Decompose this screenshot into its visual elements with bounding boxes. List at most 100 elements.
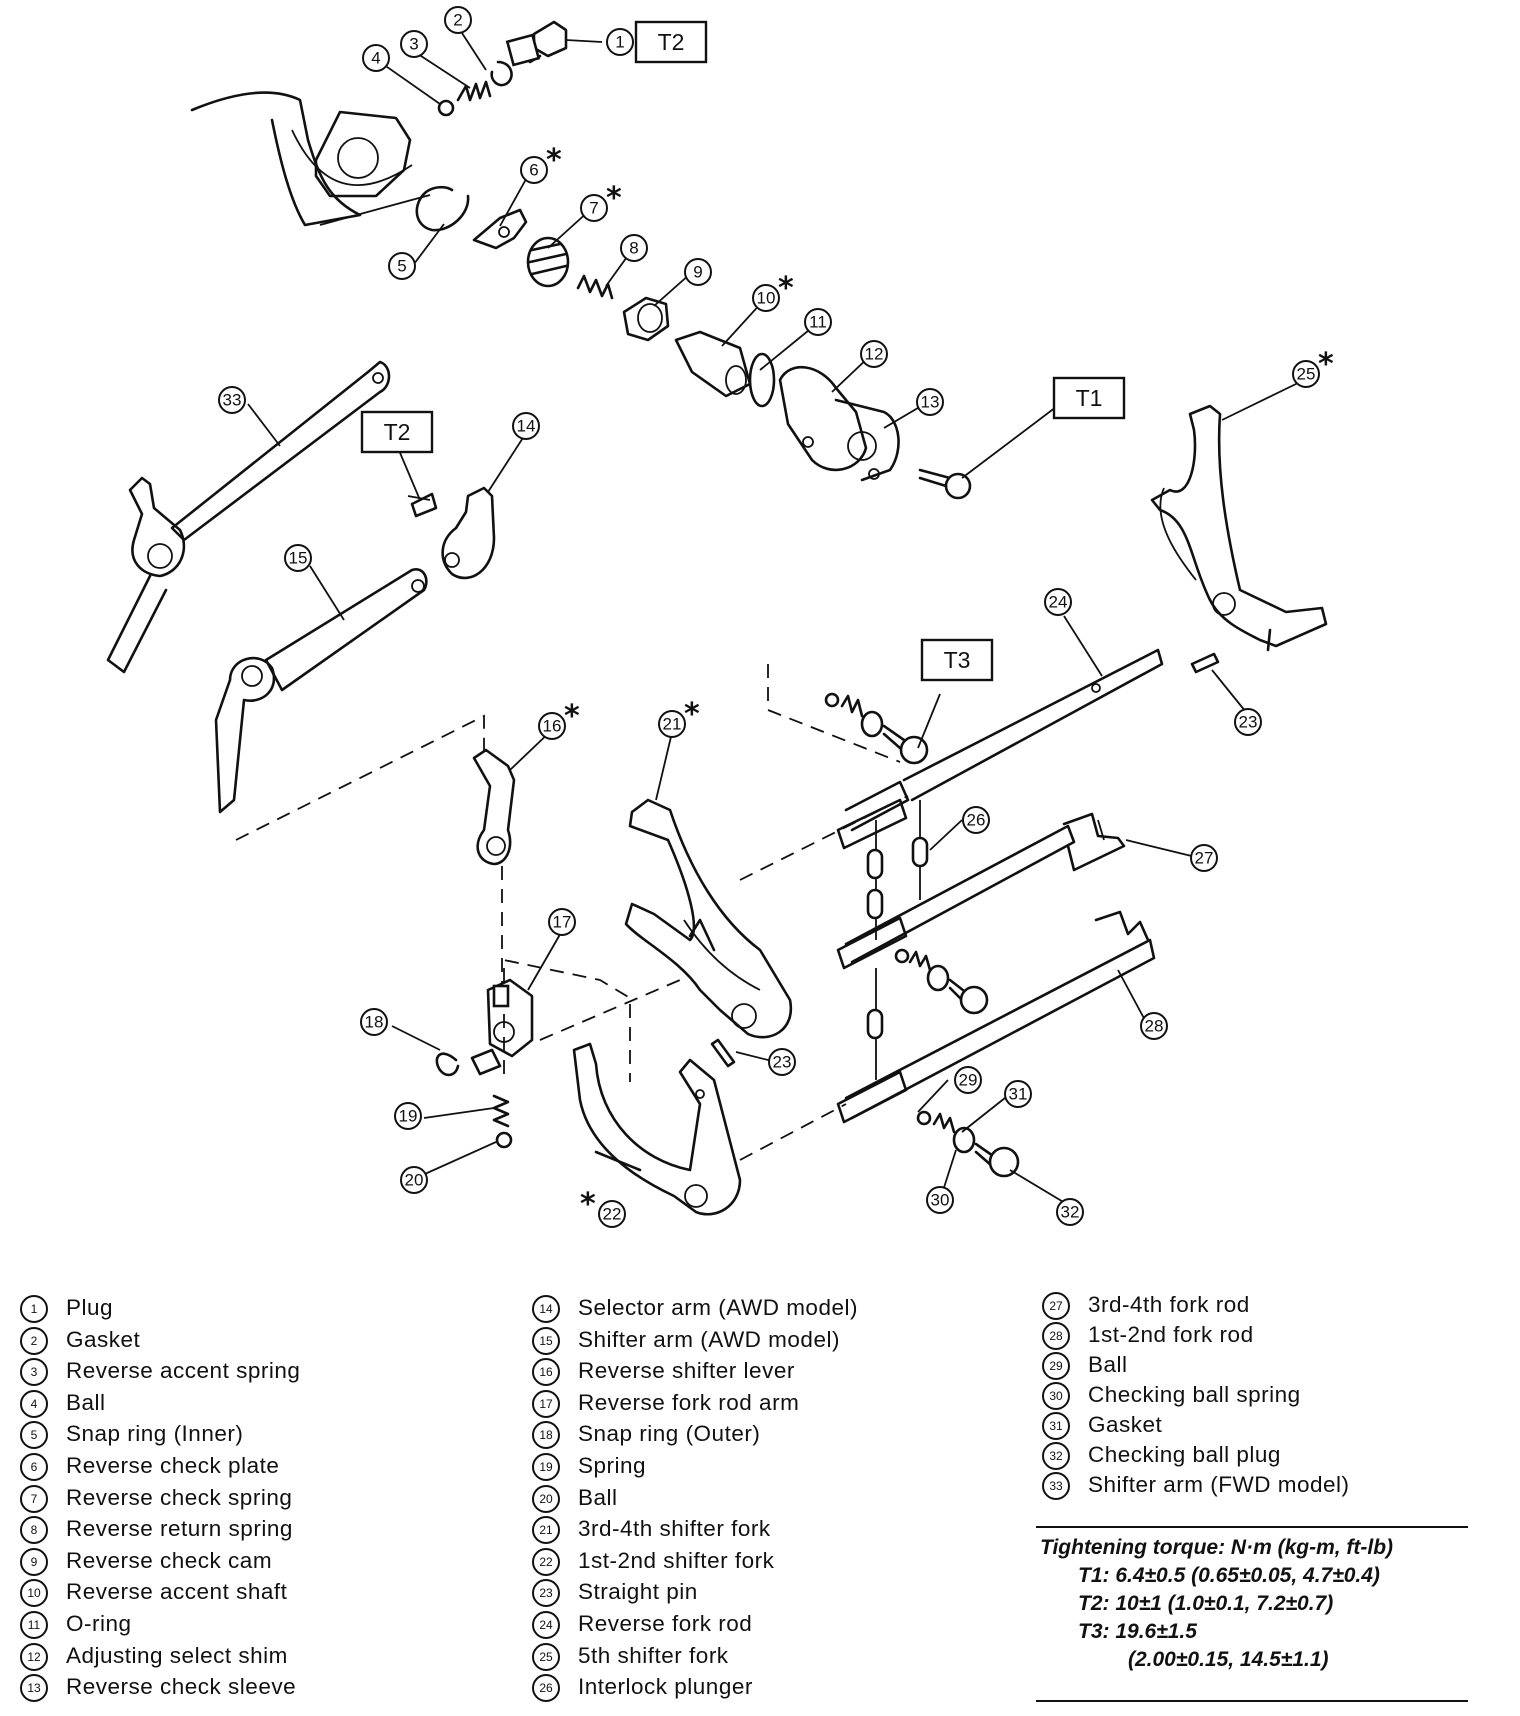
legend-number: 9 [20, 1547, 48, 1576]
snap-ring-inner-part [415, 185, 470, 232]
reverse-check-plate-part [472, 208, 528, 250]
dashed-connector-b [767, 664, 901, 763]
interlock-plunger-part [866, 800, 929, 1080]
callout-16: 16* [538, 699, 580, 740]
legend-item: 22 1st-2nd shifter fork [532, 1545, 858, 1577]
legend-item: 21 3rd-4th shifter fork [532, 1513, 858, 1545]
svg-text:25: 25 [1297, 365, 1316, 384]
callout-29: 29 [954, 1066, 982, 1094]
callout-27: 27 [1190, 844, 1218, 872]
svg-text:3: 3 [409, 35, 418, 54]
torque-heading: Tightening torque: N·m (kg-m, ft-lb) [1040, 1536, 1394, 1559]
legend-number: 32 [1042, 1442, 1070, 1471]
callout-13: 13 [916, 388, 944, 416]
reverse-accent-shaft-part [674, 330, 752, 398]
svg-text:*: * [580, 1187, 596, 1222]
5th-shifter-fork-part [1150, 404, 1328, 652]
reverse-return-spring-part [576, 274, 614, 300]
check-ball-set-lower [916, 1110, 1020, 1178]
legend-label: Reverse accent shaft [66, 1579, 288, 1605]
callout-23-upper: 23 [1234, 708, 1262, 736]
check-ball-set-upper [824, 692, 929, 765]
legend-label: 3rd-4th fork rod [1088, 1292, 1250, 1317]
dashed-connector-a [235, 714, 485, 841]
ball-part-4 [437, 99, 455, 117]
callout-18: 18 [360, 1008, 388, 1036]
legend-label: Snap ring (Outer) [578, 1421, 761, 1447]
legend-number: 14 [532, 1295, 560, 1324]
legend-label: Reverse check spring [66, 1484, 293, 1510]
callout-32: 32 [1056, 1198, 1084, 1226]
svg-text:20: 20 [405, 1171, 424, 1190]
legend-label: Reverse fork rod [578, 1610, 753, 1636]
svg-text:17: 17 [553, 913, 572, 932]
svg-text:16: 16 [543, 717, 562, 736]
3rd-4th-shifter-fork-part [624, 798, 793, 1039]
callout-31: 31 [1004, 1080, 1032, 1108]
straight-pin-upper [1190, 652, 1220, 674]
reverse-check-spring-part [526, 236, 570, 288]
reverse-check-sleeve-part [778, 365, 900, 482]
legend-number: 33 [1042, 1472, 1070, 1501]
legend-number: 7 [20, 1484, 48, 1513]
legend-number: 28 [1042, 1322, 1070, 1351]
svg-text:29: 29 [959, 1071, 978, 1090]
svg-text:5: 5 [397, 257, 406, 276]
legend-number: 8 [20, 1516, 48, 1545]
legend-number: 26 [532, 1674, 560, 1703]
svg-text:7: 7 [589, 199, 598, 218]
legend-label: Ball [578, 1484, 618, 1510]
svg-text:24: 24 [1049, 593, 1068, 612]
legend-label: Reverse check sleeve [66, 1674, 297, 1700]
svg-text:33: 33 [223, 391, 242, 410]
legend-number: 2 [20, 1326, 48, 1355]
svg-text:*: * [564, 699, 580, 734]
svg-text:11: 11 [809, 313, 827, 332]
legend-label: Reverse accent spring [66, 1358, 301, 1384]
legend-item: 7 Reverse check spring [20, 1482, 300, 1514]
check-ball-set-middle [894, 948, 989, 1015]
svg-text:32: 32 [1061, 1203, 1080, 1222]
legend-number: 21 [532, 1516, 560, 1545]
svg-text:*: * [606, 181, 622, 216]
svg-text:9: 9 [693, 263, 702, 282]
callout-19: 19 [394, 1102, 422, 1130]
legend-label: Adjusting select shim [66, 1642, 288, 1668]
callout-28: 28 [1140, 1012, 1168, 1040]
1st-2nd-fork-rod-part [844, 910, 1156, 1120]
torque-box-t2-mid: T2 [360, 410, 434, 454]
svg-text:15: 15 [289, 549, 308, 568]
svg-text:28: 28 [1145, 1017, 1164, 1036]
reverse-check-cam-part [622, 296, 670, 342]
callout-26: 26 [962, 806, 990, 834]
callout-22: 22* [580, 1187, 626, 1228]
torque-t3-continued: (2.00±0.15, 14.5±1.1) [1128, 1648, 1329, 1671]
callout-6: 6* [520, 143, 562, 184]
legend-label: O-ring [66, 1610, 132, 1636]
selector-arm-awd-part [410, 486, 496, 580]
svg-text:13: 13 [921, 393, 940, 412]
legend-number: 22 [532, 1547, 560, 1576]
callout-8: 8 [620, 234, 648, 262]
reverse-fork-rod-part [739, 648, 1164, 881]
svg-text:14: 14 [517, 417, 536, 436]
spring-part-19 [492, 1094, 510, 1128]
legend-label: 3rd-4th shifter fork [578, 1516, 771, 1542]
torque-box-t2-mid-label: T2 [384, 419, 411, 445]
legend-label: 1st-2nd shifter fork [578, 1547, 775, 1573]
torque-box-t3-label: T3 [944, 647, 971, 673]
shifter-arm-fwd-part [106, 360, 391, 674]
